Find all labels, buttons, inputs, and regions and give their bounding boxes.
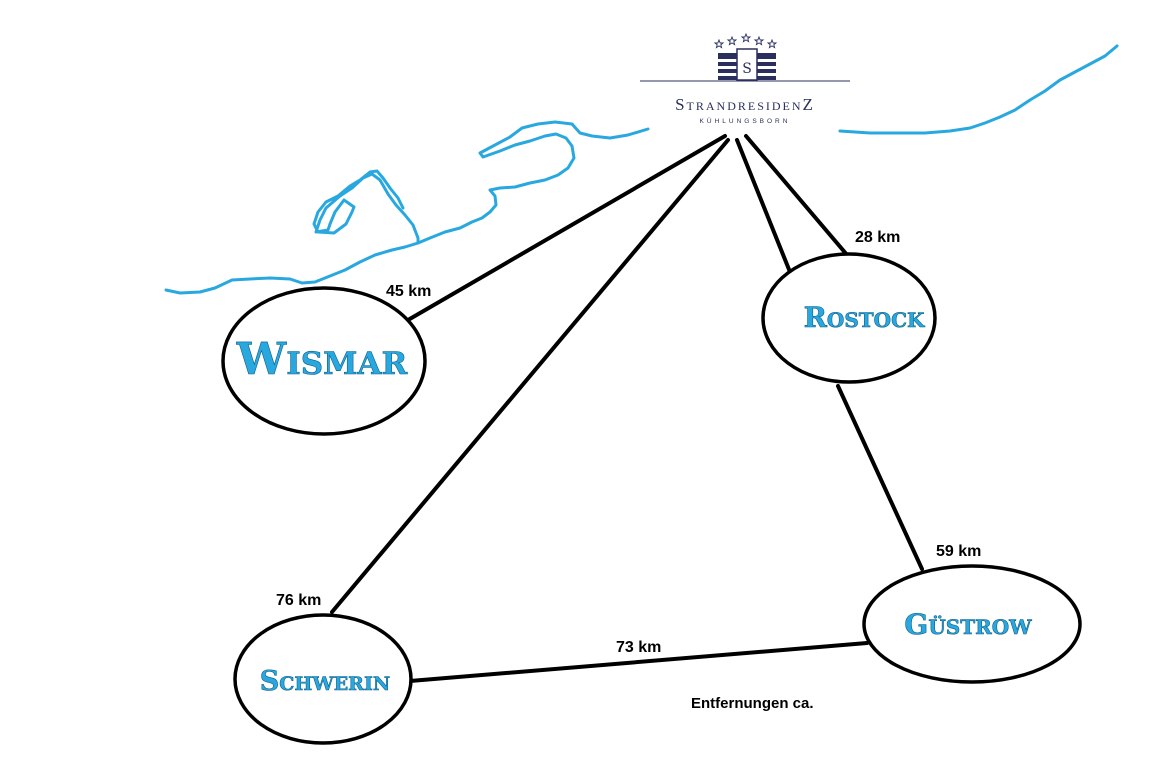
coastline-west <box>164 120 650 295</box>
route-schwerin-guestrow <box>408 641 869 683</box>
route-rostock-guestrow <box>836 384 924 571</box>
city-label-rostock: Rostock <box>804 301 925 334</box>
city-ellipse-guestrow <box>862 564 1082 684</box>
distance-label-schwerin-guestrow: 73 km <box>616 639 661 656</box>
svg-text:S: S <box>742 61 752 77</box>
distance-note: Entfernungen ca. <box>691 695 814 712</box>
distance-label-schwerin: 76 km <box>276 592 321 609</box>
city-label-schwerin: Schwerin <box>260 666 390 697</box>
route-rostock-east <box>744 134 850 258</box>
stars-icon <box>713 32 778 49</box>
building-icon: S <box>718 48 776 81</box>
city-ellipse-schwerin <box>233 613 413 745</box>
routes <box>330 134 924 683</box>
city-ellipse-wismar <box>221 286 427 436</box>
route-schwerin <box>330 138 730 614</box>
route-wismar <box>406 134 727 322</box>
coastline <box>164 44 1119 295</box>
city-ellipse-rostock <box>761 252 937 384</box>
route-rostock-west <box>735 138 792 274</box>
distance-label-rostock: 28 km <box>855 229 900 246</box>
city-ellipses <box>221 252 1082 745</box>
distance-label-wismar: 45 km <box>386 283 431 300</box>
distance-label-guestrow: 59 km <box>936 543 981 560</box>
coastline-bay <box>312 169 420 245</box>
brand-subtitle: KÜHLUNGSBORN <box>700 117 791 125</box>
city-label-wismar: Wismar <box>236 334 408 385</box>
coastline-east <box>838 44 1119 135</box>
brand-logo: S StrandresidenZ KÜHLUNGSBORN <box>640 32 850 125</box>
city-label-guestrow: Güstrow <box>904 608 1032 641</box>
brand-name: StrandresidenZ <box>675 95 815 114</box>
